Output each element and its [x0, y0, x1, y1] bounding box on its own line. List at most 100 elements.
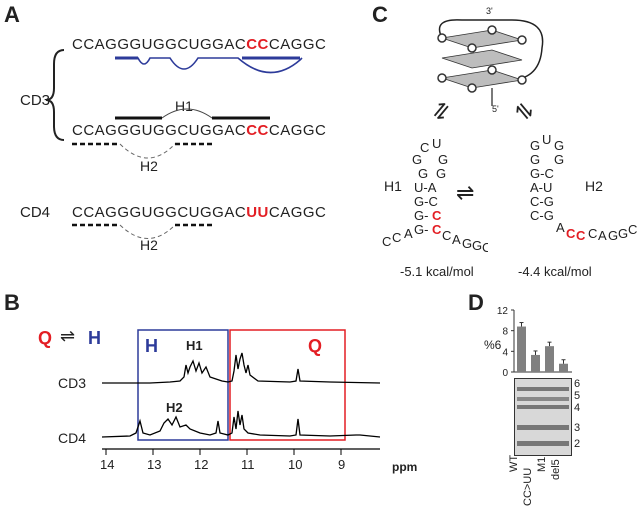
h2-label-cd4: H2 — [140, 237, 158, 253]
svg-text:A-U: A-U — [530, 180, 552, 195]
svg-text:C: C — [482, 240, 488, 253]
ppm-tick-11: 11 — [241, 457, 255, 472]
q-state-label: Q — [38, 328, 53, 348]
bar-M1 — [545, 346, 554, 372]
svg-text:A: A — [556, 220, 565, 235]
ppm-tick-12: 12 — [194, 457, 209, 472]
box-q-label: Q — [308, 336, 323, 356]
svg-text:G: G — [412, 152, 422, 167]
cd4-spectrum-label: CD4 — [58, 430, 87, 446]
svg-text:G: G — [530, 152, 540, 167]
svg-text:A: A — [598, 228, 607, 243]
band-label-3: 3 — [574, 422, 581, 434]
h2-structure-label: H2 — [585, 178, 603, 194]
svg-text:C-G: C-G — [530, 208, 554, 223]
ppm-tick-9: 9 — [338, 457, 346, 472]
y-tick-label: 12 — [497, 306, 509, 317]
h2-arc-cd3 — [119, 143, 176, 159]
h1-structure-label: H1 — [384, 178, 402, 194]
cd3-trace — [102, 352, 381, 384]
seq3-suffix: CAGGC — [268, 204, 327, 221]
quadruplex-loop — [438, 19, 544, 81]
nmr-spectra — [101, 329, 381, 455]
panel-a-annotations — [45, 49, 303, 239]
svg-text:A: A — [404, 226, 413, 241]
svg-text:C: C — [382, 234, 391, 249]
svg-text:C: C — [392, 230, 401, 245]
cd3-label: CD3 — [20, 92, 51, 109]
lane-label-del5: del5 — [550, 459, 562, 480]
seq1-prefix: CCAGGGUGGCUGGAC — [72, 36, 247, 53]
ppm-unit: ppm — [392, 460, 418, 474]
seq1-mutation: CC — [246, 36, 269, 53]
svg-text:C: C — [432, 208, 442, 223]
svg-text:G-: G- — [414, 222, 428, 237]
box-h-label: H — [145, 336, 158, 356]
panel-c-label: C — [372, 2, 388, 27]
gel-image — [514, 378, 572, 456]
svg-text:G: G — [462, 236, 472, 251]
seq2-prefix: CCAGGGUGGCUGGAC — [72, 122, 247, 139]
band-label-4: 4 — [574, 402, 581, 414]
h1-arc — [161, 108, 213, 119]
q-region-box — [229, 329, 346, 441]
g-tetrad-plates — [441, 29, 523, 89]
panel-d-label: D — [468, 290, 484, 315]
h2-energy: -4.4 kcal/mol — [518, 264, 592, 279]
svg-text:G: G — [618, 226, 628, 241]
seq1-suffix: CAGGC — [268, 36, 327, 53]
svg-text:C: C — [588, 226, 597, 241]
cd4-trace — [101, 410, 381, 438]
svg-text:G: G — [472, 238, 482, 253]
ppm-tick-13: 13 — [147, 457, 162, 472]
three-prime-label: 3' — [486, 6, 493, 16]
g-nodes — [437, 25, 527, 93]
h-state-label: H — [88, 328, 101, 348]
svg-text:A: A — [452, 232, 461, 247]
svg-text:U-A: U-A — [414, 180, 437, 195]
svg-text:C: C — [628, 222, 637, 237]
svg-text:U: U — [432, 138, 441, 151]
svg-text:G: G — [554, 138, 564, 153]
five-prime-label: 5' — [492, 104, 499, 114]
seq2-mutation: CC — [246, 122, 269, 139]
svg-text:G-C: G-C — [414, 194, 438, 209]
svg-text:C: C — [566, 226, 576, 241]
cd3-sequence-2: CCAGGGUGGCUGGACCCCAGGC — [72, 122, 326, 139]
lane-label-wt: WT — [508, 454, 520, 472]
h1-energy: -5.1 kcal/mol — [400, 264, 474, 279]
svg-text:G: G — [418, 166, 428, 181]
ppm-tick-14: 14 — [100, 457, 115, 472]
cd3-blue-structure — [115, 57, 303, 74]
ppm-tick-10: 10 — [288, 457, 303, 472]
h2-label-cd3: H2 — [140, 158, 158, 174]
cd4-sequence: CCAGGGUGGCUGGACUUCAGGC — [72, 204, 326, 221]
seq3-prefix: CCAGGGUGGCUGGAC — [72, 204, 247, 221]
g-quadruplex-diagram — [437, 19, 544, 106]
cd3-sequence-1: CCAGGGUGGCUGGACCCCAGGC — [72, 36, 326, 53]
cd4-label: CD4 — [20, 204, 51, 221]
h1-peak-label: H1 — [186, 338, 203, 353]
svg-text:G: G — [554, 152, 564, 167]
panel-a-label: A — [4, 2, 20, 27]
svg-text:C: C — [576, 228, 586, 243]
h1-h2-equilibrium-icon: ⇌ — [456, 180, 475, 205]
svg-text:C: C — [442, 228, 451, 243]
band-label-6: 6 — [574, 378, 581, 390]
equilibrium-arrows-icon: ⇌ — [60, 326, 76, 346]
svg-text:C: C — [432, 222, 442, 237]
ppm-ticks — [105, 449, 342, 455]
band-label-2: 2 — [574, 438, 581, 450]
cd3-brace — [45, 49, 65, 141]
svg-text:G: G — [530, 138, 540, 153]
h-region-box — [137, 329, 229, 441]
svg-text:U: U — [542, 134, 551, 147]
h2-arc-cd4 — [119, 224, 176, 239]
band-label-5: 5 — [574, 390, 581, 402]
bar-CC>UU — [531, 354, 540, 372]
svg-text:G: G — [438, 152, 448, 167]
svg-text:C-G: C-G — [530, 194, 554, 209]
